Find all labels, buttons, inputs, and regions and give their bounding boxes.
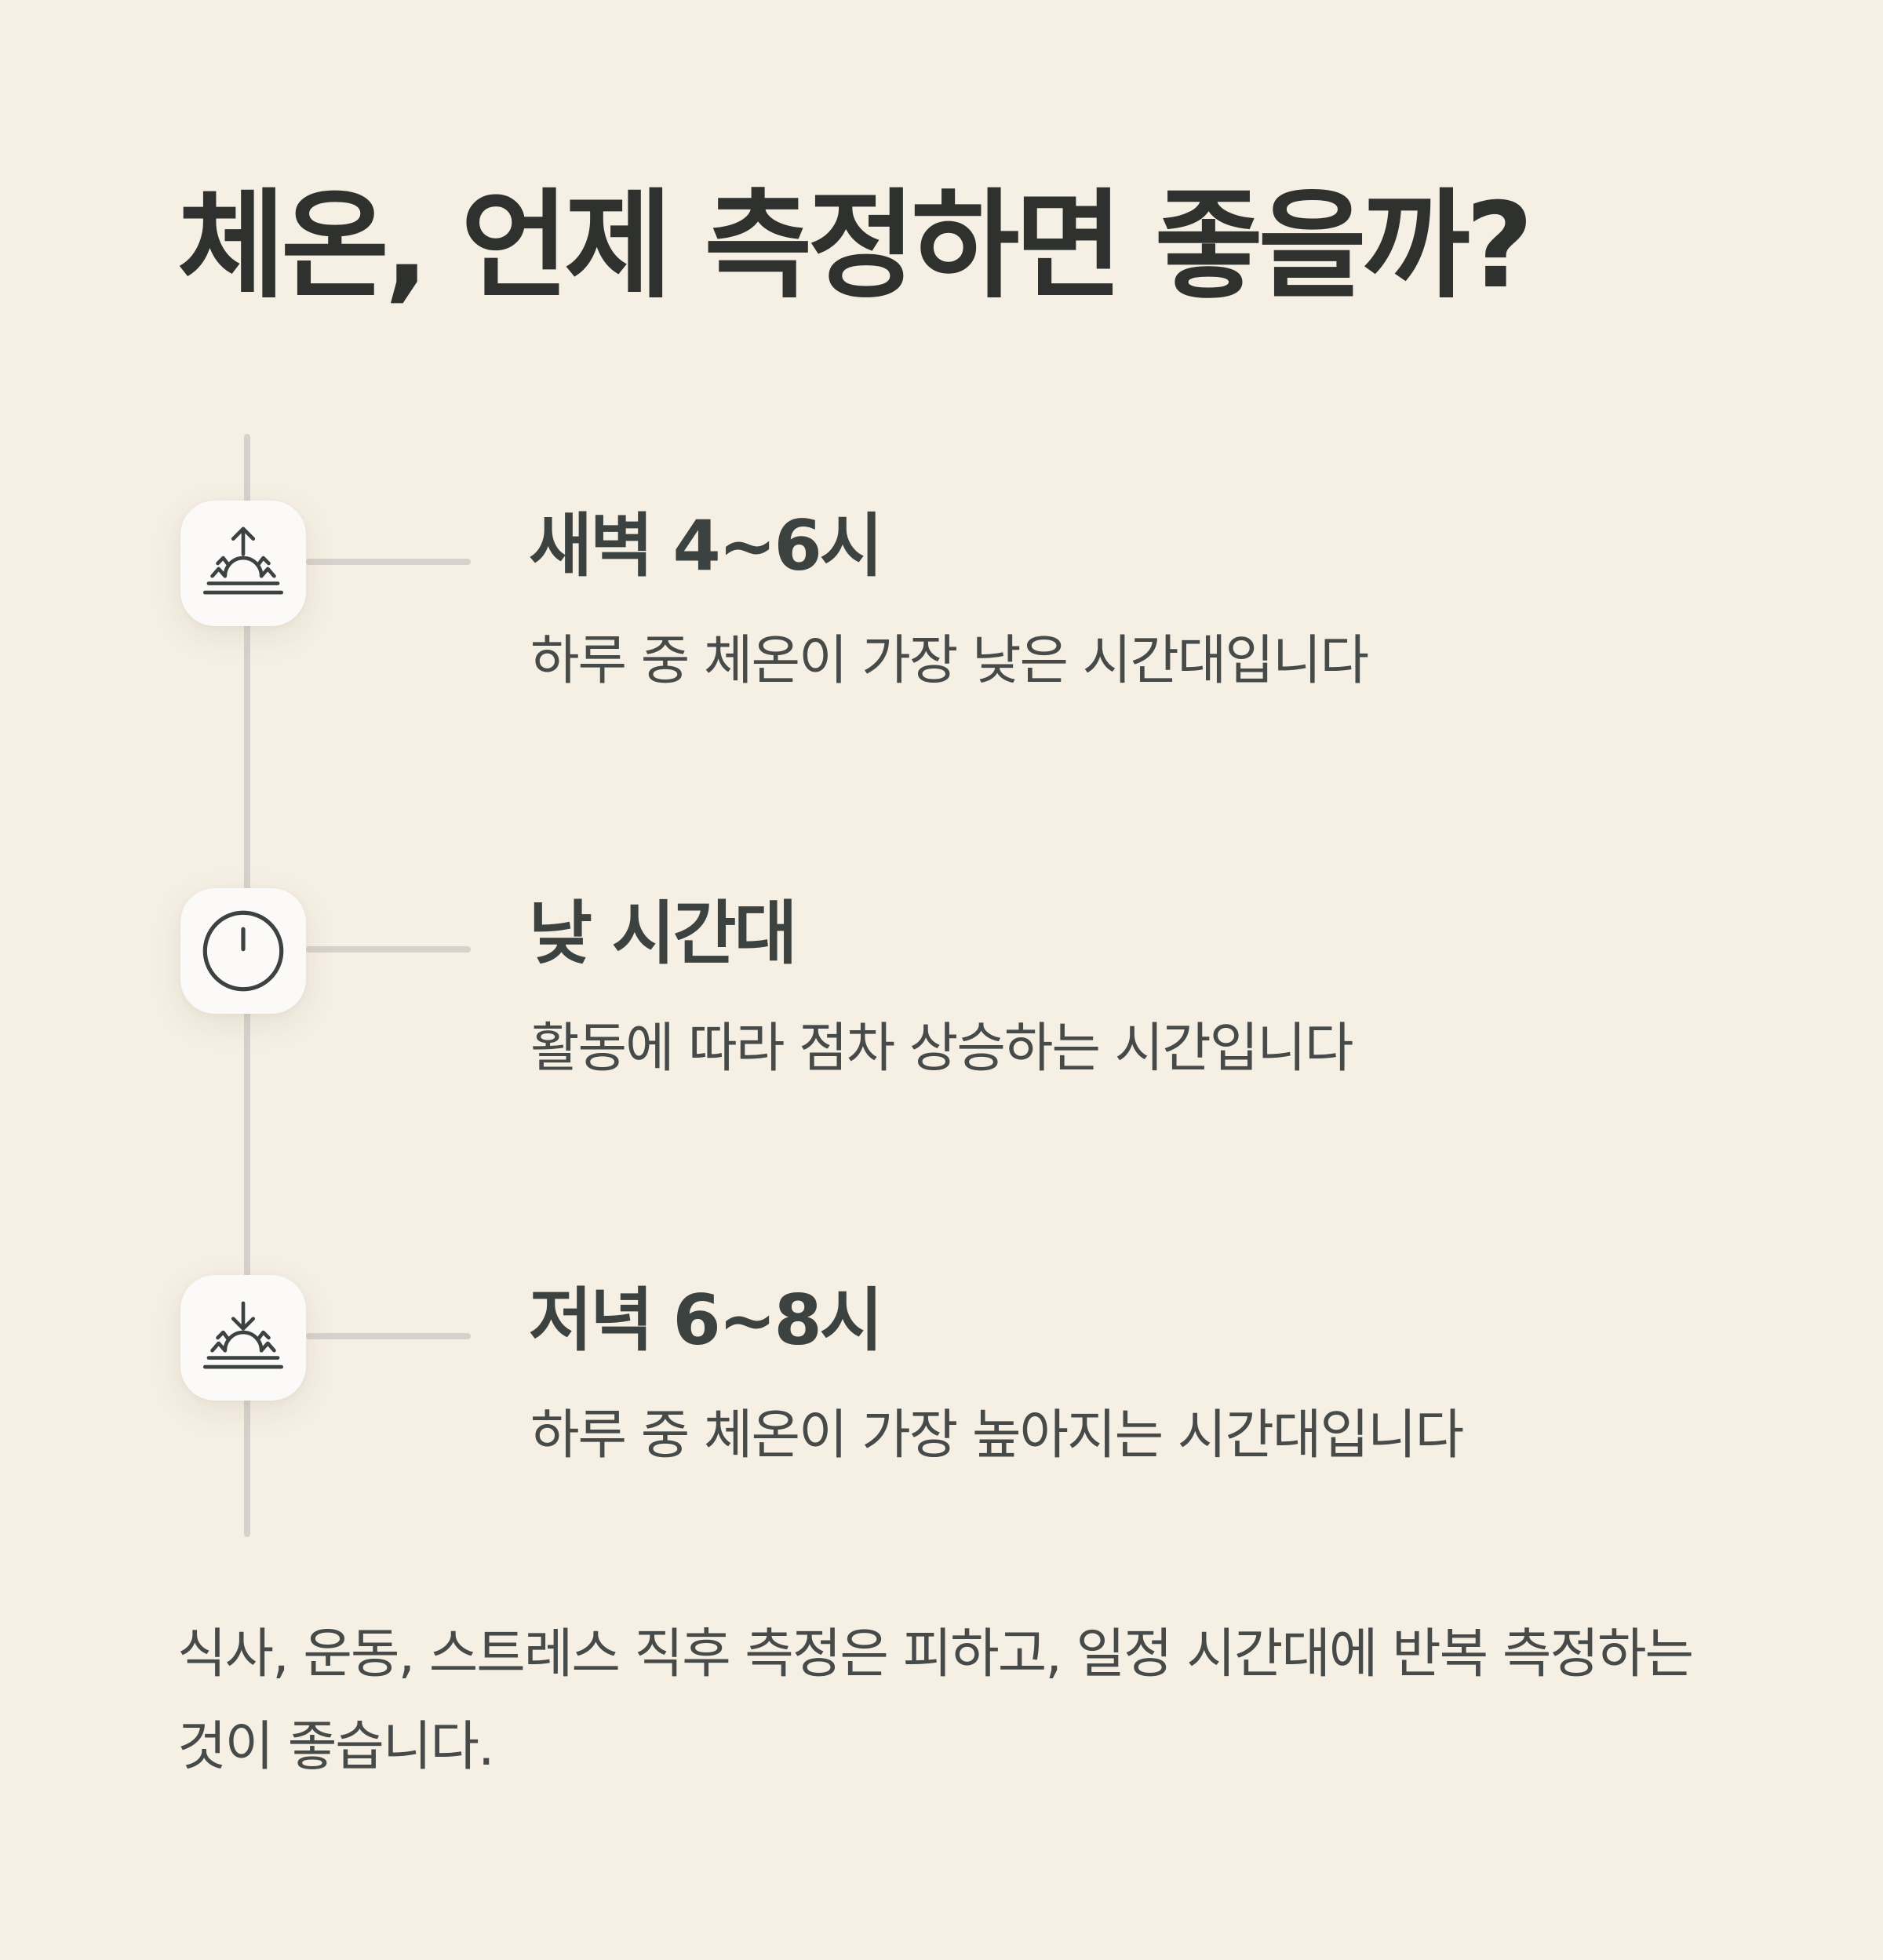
timeline-item-title: 새벽 4~6시 [529,505,883,586]
timeline-connector [306,1333,471,1339]
timeline-item-description: 하루 중 체온이 가장 높아지는 시간대입니다 [530,1404,1464,1466]
timeline-item-evening: 저녁 6~8시 하루 중 체온이 가장 높아지는 시간대입니다 [0,1275,1883,1526]
timeline-item-title: 저녁 6~8시 [529,1280,883,1361]
timeline-connector [306,559,471,565]
page-title: 체온, 언제 측정하면 좋을까? [177,178,1534,315]
timeline-item-dawn: 새벽 4~6시 하루 중 체온이 가장 낮은 시간대입니다 [0,501,1883,752]
sunrise-icon [180,501,306,626]
timeline-item-description: 활동에 따라 점차 상승하는 시간입니다 [530,1018,1353,1080]
sunset-icon [180,1275,306,1401]
clock-icon [180,888,306,1014]
timeline-item-description: 하루 중 체온이 가장 낮은 시간대입니다 [530,630,1369,692]
timeline-item-title: 낮 시간대 [529,893,797,974]
timeline-item-daytime: 낮 시간대 활동에 따라 점차 상승하는 시간입니다 [0,888,1883,1139]
timeline-connector [306,946,471,953]
footer-note: 식사, 운동, 스트레스 직후 측정은 피하고, 일정 시간대에 반복 측정하는… [177,1623,1694,1778]
